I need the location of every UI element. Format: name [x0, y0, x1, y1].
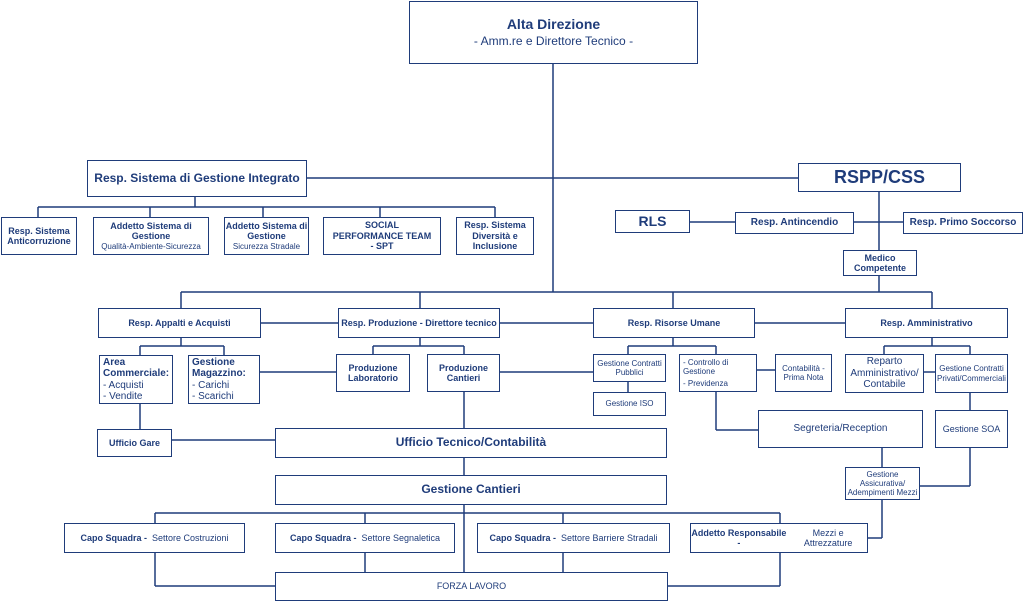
squadra-sector: Settore Costruzioni — [151, 532, 229, 543]
gestione-magazzino-item: - Carichi — [192, 379, 230, 391]
squadra-role: Capo Squadra - — [489, 532, 556, 543]
squadra-role: Addetto Responsabile - — [691, 527, 787, 548]
controllo-gestione-label: - Controllo di Gestione — [683, 357, 729, 376]
alta-direzione-title: Alta Direzione — [506, 16, 601, 33]
squadra-role: Capo Squadra - — [80, 532, 147, 543]
anticorruzione-box[interactable]: Resp. Sistema Anticorruzione — [1, 217, 77, 255]
reparto-amministrativo-box[interactable]: Reparto Amministrativo/ Contabile — [845, 354, 924, 393]
gestione-cantieri-box[interactable]: Gestione Cantieri — [275, 475, 667, 505]
diversita-box[interactable]: Resp. Sistema Diversità e Inclusione — [456, 217, 534, 255]
previdenza-label: - Previdenza — [683, 379, 728, 389]
sgi-box[interactable]: Resp. Sistema di Gestione Integrato — [87, 160, 307, 197]
addetto-ss-box[interactable]: Addetto Sistema di Gestione Sicurezza St… — [224, 217, 309, 255]
segreteria-box[interactable]: Segreteria/Reception — [758, 410, 923, 448]
ufficio-tecnico-box[interactable]: Ufficio Tecnico/Contabilità — [275, 428, 667, 458]
alta-direzione-box[interactable]: Alta Direzione - Amm.re e Direttore Tecn… — [409, 1, 698, 64]
addetto-qas-box[interactable]: Addetto Sistema di Gestione Qualità-Ambi… — [93, 217, 209, 255]
medico-box[interactable]: Medico Competente — [843, 250, 917, 276]
area-commerciale-item: - Vendite — [103, 391, 143, 402]
amministrativo-box[interactable]: Resp. Amministrativo — [845, 308, 1008, 338]
addetto-mezzi-box[interactable]: Addetto Responsabile - Mezzi e Attrezzat… — [690, 523, 868, 553]
rls-box[interactable]: RLS — [615, 210, 690, 233]
risorse-box[interactable]: Resp. Risorse Umane — [593, 308, 755, 338]
ufficio-gare-box[interactable]: Ufficio Gare — [97, 429, 172, 457]
contabilita-box[interactable]: Contabilità - Prima Nota — [775, 354, 832, 392]
gestione-soa-box[interactable]: Gestione SOA — [935, 410, 1008, 448]
area-commerciale-title: Area Commerciale: — [103, 356, 170, 380]
squadra-barriere-box[interactable]: Capo Squadra - Settore Barriere Stradali — [477, 523, 670, 553]
squadra-sector: Mezzi e Attrezzature — [803, 527, 853, 548]
primo-soccorso-box[interactable]: Resp. Primo Soccorso — [903, 212, 1023, 234]
addetto-ss-sub: Sicurezza Stradale — [232, 241, 301, 251]
forza-lavoro-box[interactable]: FORZA LAVORO — [275, 572, 668, 601]
squadra-sector: Settore Barriere Stradali — [560, 532, 658, 543]
produzione-box[interactable]: Resp. Produzione - Direttore tecnico — [338, 308, 500, 338]
squadra-segnaletica-box[interactable]: Capo Squadra - Settore Segnaletica — [275, 523, 455, 553]
contratti-pubblici-box[interactable]: Gestione Contratti Pubblici — [593, 354, 666, 382]
contratti-privati-box[interactable]: Gestione Contratti Privati/Commerciali — [935, 354, 1008, 393]
spt-box[interactable]: SOCIAL PERFORMANCE TEAM - SPT — [323, 217, 441, 255]
produzione-cantieri-box[interactable]: Produzione Cantieri — [427, 354, 500, 392]
rspp-box[interactable]: RSPP/CSS — [798, 163, 961, 192]
squadra-sector: Settore Segnaletica — [361, 532, 441, 543]
squadra-role: Capo Squadra - — [289, 532, 357, 543]
area-commerciale-box[interactable]: Area Commerciale: - Acquisti - Vendite — [99, 355, 173, 404]
addetto-qas-sub: Qualità-Ambiente-Sicurezza — [101, 241, 201, 251]
addetto-ss-title: Addetto Sistema di Gestione — [225, 221, 308, 242]
antincendio-box[interactable]: Resp. Antincendio — [735, 212, 854, 234]
area-commerciale-item: - Acquisti — [103, 379, 144, 391]
gestione-magazzino-title: Gestione Magazzino: — [192, 356, 246, 380]
gestione-magazzino-box[interactable]: Gestione Magazzino: - Carichi - Scarichi — [188, 355, 260, 404]
controllo-gestione-box[interactable]: - Controllo di Gestione - Previdenza — [679, 354, 757, 392]
produzione-laboratorio-box[interactable]: Produzione Laboratorio — [336, 354, 410, 392]
addetto-qas-title: Addetto Sistema di Gestione — [110, 221, 192, 242]
gestione-iso-box[interactable]: Gestione ISO — [593, 392, 666, 416]
gestione-assicurativa-box[interactable]: Gestione Assicurativa/ Adempimenti Mezzi — [845, 467, 920, 500]
squadra-costruzioni-box[interactable]: Capo Squadra - Settore Costruzioni — [64, 523, 245, 553]
alta-direzione-subtitle: - Amm.re e Direttore Tecnico - — [473, 34, 634, 49]
gestione-magazzino-item: - Scarichi — [192, 391, 234, 402]
appalti-box[interactable]: Resp. Appalti e Acquisti — [98, 308, 261, 338]
